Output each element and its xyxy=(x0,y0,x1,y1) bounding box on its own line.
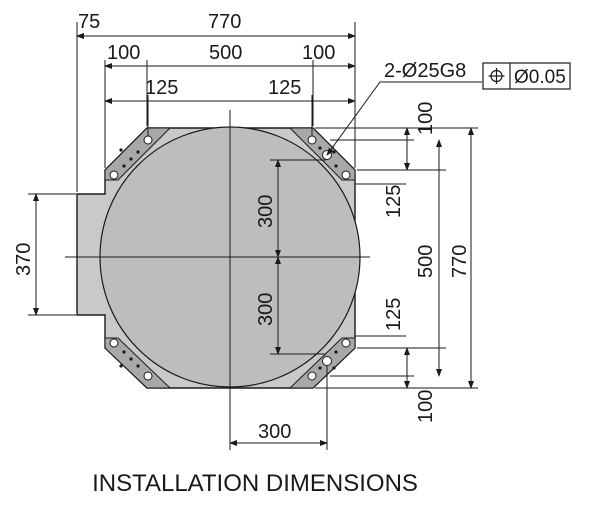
dim-125-right: 125 xyxy=(268,77,301,99)
dim-right-500: 500 xyxy=(415,245,437,278)
dim-100-right: 100 xyxy=(302,42,335,64)
extension-lines-right xyxy=(315,127,478,389)
dim-75: 75 xyxy=(78,11,100,33)
dim-right-770: 770 xyxy=(449,245,471,278)
position-icon xyxy=(488,68,505,84)
dim-right-125-bottom: 125 xyxy=(383,298,405,331)
drawing-caption: INSTALLATION DIMENSIONS xyxy=(92,470,418,497)
dim-770-top: 770 xyxy=(208,11,241,33)
dim-300-upper: 300 xyxy=(255,195,277,228)
tolerance-frame xyxy=(482,62,571,90)
callout-leader xyxy=(326,81,482,156)
dim-right-100-bottom: 100 xyxy=(415,390,437,423)
dim-right-125-top: 125 xyxy=(383,185,405,218)
dim-370: 370 xyxy=(13,243,35,276)
callout-arrow xyxy=(326,145,335,156)
small-dots xyxy=(119,146,338,370)
dim-100-left: 100 xyxy=(107,42,140,64)
dim-500-top: 500 xyxy=(209,42,242,64)
dim-300-lower: 300 xyxy=(255,293,277,326)
bolt-holes xyxy=(109,135,351,381)
dim-125-left: 125 xyxy=(145,77,178,99)
tolerance-value: Ø0.05 xyxy=(514,67,566,88)
dim-right-100-top: 100 xyxy=(415,102,437,135)
dim-300-bottom: 300 xyxy=(258,421,291,443)
callout-holes: 2-Ø25G8 xyxy=(384,60,466,82)
